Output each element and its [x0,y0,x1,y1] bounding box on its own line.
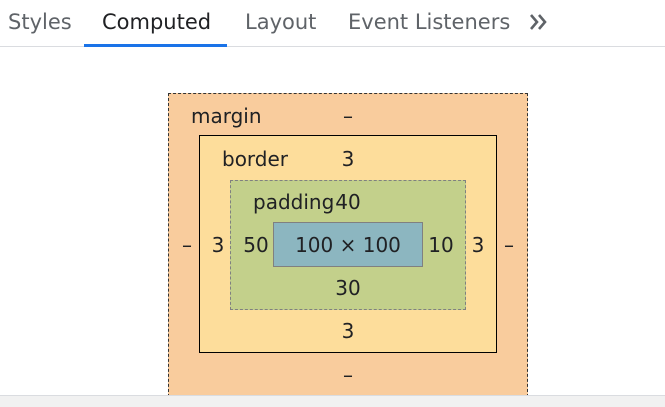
tab-event-listeners[interactable]: Event Listeners [348,10,511,34]
padding-right-value[interactable]: 10 [428,233,454,257]
padding-bottom-value[interactable]: 30 [335,276,361,300]
tab-computed[interactable]: Computed [102,10,212,34]
horizontal-scrollbar[interactable] [0,395,665,407]
border-right-value[interactable]: 3 [471,233,485,257]
border-bottom-value[interactable]: 3 [341,319,355,343]
padding-top-value[interactable]: 40 [335,190,361,214]
margin-label: margin [191,104,262,128]
margin-bottom-value[interactable]: – [343,363,353,387]
content-size-value[interactable]: 100 × 100 [295,233,401,257]
box-model-content[interactable] [273,222,423,267]
panel-tab-bar: Styles Computed Layout Event Listeners [0,0,665,47]
border-label: border [222,147,289,171]
margin-left-value[interactable]: – [182,233,192,257]
margin-right-value[interactable]: – [504,233,514,257]
border-top-value[interactable]: 3 [341,147,355,171]
tab-layout[interactable]: Layout [245,10,317,34]
active-tab-indicator [84,44,227,47]
tab-styles[interactable]: Styles [8,10,72,34]
border-left-value[interactable]: 3 [211,233,225,257]
chevron-double-right-icon[interactable] [525,8,553,36]
margin-top-value[interactable]: – [343,104,353,128]
padding-left-value[interactable]: 50 [243,233,269,257]
padding-label: padding [253,190,335,214]
